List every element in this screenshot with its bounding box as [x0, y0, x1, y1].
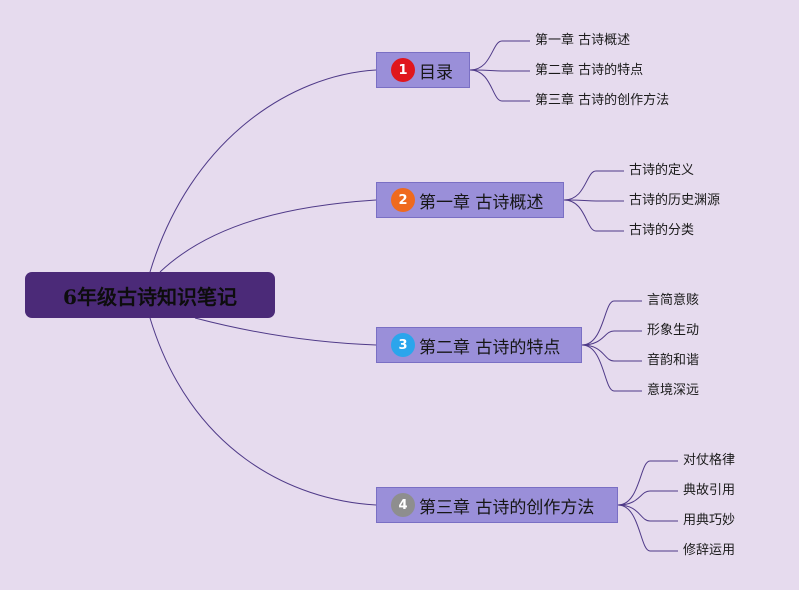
leaf-topic[interactable]: 典故引用: [683, 483, 736, 498]
branch-chapter-3[interactable]: 4 第三章 古诗的创作方法: [376, 487, 618, 523]
leaf-topic[interactable]: 修辞运用: [683, 543, 736, 558]
priority-3-icon: 3: [391, 333, 415, 357]
leaf-topic[interactable]: 言简意赅: [647, 293, 700, 308]
priority-4-icon: 4: [391, 493, 415, 517]
leaf-topic[interactable]: 古诗的定义: [629, 163, 695, 178]
connector-line: [469, 40, 530, 71]
branch-chapter-1[interactable]: 2 第一章 古诗概述: [376, 182, 564, 218]
connector-line: [469, 69, 530, 102]
branch-label: 第二章 古诗的特点: [419, 337, 561, 358]
connector-line: [617, 490, 678, 506]
leaf-topic[interactable]: 对仗格律: [683, 453, 736, 468]
connector-line: [617, 504, 678, 552]
connector-line: [159, 199, 377, 273]
leaf-topic[interactable]: 用典巧妙: [683, 513, 736, 528]
connector-line: [617, 504, 678, 522]
leaf-topic[interactable]: 第一章 古诗概述: [535, 33, 631, 48]
leaf-topic[interactable]: 第三章 古诗的创作方法: [535, 93, 670, 108]
leaf-topic[interactable]: 意境深远: [647, 383, 700, 398]
connector-line: [581, 300, 642, 346]
branch-label: 第三章 古诗的创作方法: [419, 497, 595, 518]
leaf-topic[interactable]: 音韵和谐: [647, 353, 700, 368]
connector-line: [581, 344, 642, 362]
connector-line: [149, 69, 377, 273]
leaf-topic[interactable]: 古诗的分类: [629, 223, 695, 238]
branch-label: 目录: [419, 62, 453, 83]
connector-line: [194, 317, 377, 346]
priority-1-icon: 1: [391, 58, 415, 82]
connector-line: [581, 330, 642, 346]
connector-line: [563, 170, 624, 201]
connector-line: [563, 199, 624, 202]
leaf-topic[interactable]: 古诗的历史渊源: [629, 193, 721, 208]
root-topic[interactable]: 6年级古诗知识笔记: [25, 272, 275, 318]
branch-table-of-contents[interactable]: 1 目录: [376, 52, 470, 88]
connector-line: [563, 199, 624, 232]
connector-line: [469, 69, 530, 72]
connector-line: [617, 460, 678, 506]
priority-2-icon: 2: [391, 188, 415, 212]
leaf-topic[interactable]: 第二章 古诗的特点: [535, 63, 644, 78]
connector-line: [149, 317, 377, 506]
branch-label: 第一章 古诗概述: [419, 192, 544, 213]
branch-chapter-2[interactable]: 3 第二章 古诗的特点: [376, 327, 582, 363]
leaf-topic[interactable]: 形象生动: [647, 323, 700, 338]
connector-line: [581, 344, 642, 392]
